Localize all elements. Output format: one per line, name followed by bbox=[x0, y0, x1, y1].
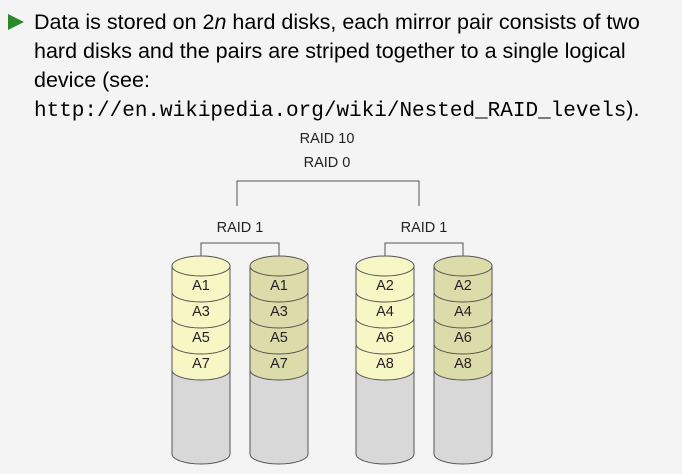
disk-segment-line bbox=[433, 343, 493, 355]
disk-segment-line bbox=[433, 317, 493, 329]
raid0-connector bbox=[236, 180, 420, 206]
disk-segment-line bbox=[249, 317, 309, 329]
disk-segment-line bbox=[433, 291, 493, 303]
raid0-label: RAID 0 bbox=[304, 155, 351, 171]
disk-segment-line bbox=[249, 343, 309, 355]
disk-block-label: A1 bbox=[270, 278, 288, 294]
bullet-text-middle: hard disks, each mirror pair consists of… bbox=[34, 10, 640, 92]
disk-segment-line bbox=[355, 317, 415, 329]
raid1-label: RAID 1 bbox=[401, 220, 448, 236]
disk-block-label: A4 bbox=[454, 304, 472, 320]
disk-data-body bbox=[249, 265, 309, 381]
disk-empty-body bbox=[249, 369, 309, 465]
disk-data-body bbox=[433, 265, 493, 381]
bullet-text: Data is stored on 2n hard disks, each mi… bbox=[34, 8, 676, 126]
bullet-text-start: Data is stored on 2 bbox=[34, 10, 215, 34]
disk-segment-line bbox=[355, 291, 415, 303]
disk-block-label: A3 bbox=[192, 304, 210, 320]
disk-block-label: A6 bbox=[376, 330, 394, 346]
disk-empty-body bbox=[433, 369, 493, 465]
disk-block-label: A5 bbox=[270, 330, 288, 346]
disk-segment-line bbox=[355, 343, 415, 355]
disk-data-body bbox=[355, 265, 415, 381]
disk-block-label: A3 bbox=[270, 304, 288, 320]
disk-empty-body bbox=[171, 369, 231, 465]
disk-block-label: A7 bbox=[192, 356, 210, 372]
bullet-variable-n: n bbox=[214, 10, 227, 34]
bullet-text-end: ). bbox=[626, 97, 640, 121]
disk-top bbox=[171, 255, 231, 277]
disk-block-label: A8 bbox=[454, 356, 472, 372]
disk-block-label: A2 bbox=[454, 278, 472, 294]
disk-top bbox=[249, 255, 309, 277]
disk-block-label: A7 bbox=[270, 356, 288, 372]
disk-segment-line bbox=[171, 317, 231, 329]
disk-top bbox=[355, 255, 415, 277]
disk-top bbox=[433, 255, 493, 277]
disk-data-body bbox=[171, 265, 231, 381]
disk-block-label: A4 bbox=[376, 304, 394, 320]
disk-block-label: A6 bbox=[454, 330, 472, 346]
raid1-label: RAID 1 bbox=[217, 220, 264, 236]
raid10-label: RAID 10 bbox=[300, 131, 355, 147]
bullet-point: Data is stored on 2n hard disks, each mi… bbox=[6, 8, 676, 126]
disk-block-label: A1 bbox=[192, 278, 210, 294]
bullet-arrow-icon bbox=[6, 8, 34, 31]
disk-segment-line bbox=[171, 343, 231, 355]
wikipedia-link[interactable]: http://en.wikipedia.org/wiki/Nested_RAID… bbox=[34, 100, 627, 123]
disk-block-label: A8 bbox=[376, 356, 394, 372]
disk-block-label: A2 bbox=[376, 278, 394, 294]
disk-empty-body bbox=[355, 369, 415, 465]
disk-segment-line bbox=[249, 291, 309, 303]
disk-block-label: A5 bbox=[192, 330, 210, 346]
disk-segment-line bbox=[171, 291, 231, 303]
